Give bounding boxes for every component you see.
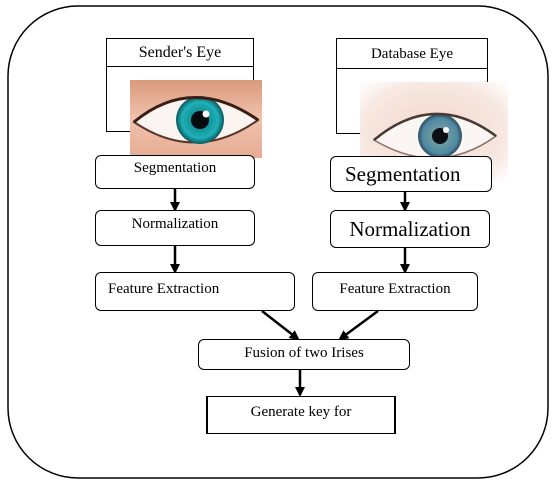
right-feature-extraction-label: Feature Extraction [339,281,451,297]
right-segmentation-box: Segmentation [330,156,492,192]
database-eye-label: Database Eye [370,45,454,62]
fusion-label: Fusion of two Irises [244,345,364,361]
eye-photo-left-icon [130,80,262,158]
outer-frame [7,5,549,479]
left-feature-extraction-label: Feature Extraction [108,281,220,297]
left-normalization-label: Normalization [131,215,219,232]
arrow-right-feat-to-fusion [338,309,379,341]
right-normalization-label: Normalization [349,216,471,241]
eye-photo-left [130,80,262,158]
sender-eye-label: Sender's Eye [138,44,222,61]
right-segmentation-label: Segmentation [345,161,461,186]
generate-key-label: Generate key for [250,403,352,420]
database-eye-label-box: Database Eye [336,38,488,70]
left-normalization-box: Normalization [95,210,255,246]
left-segmentation-box: Segmentation [95,155,255,189]
left-segmentation-label: Segmentation [133,159,217,176]
right-normalization-box: Normalization [330,210,490,248]
sender-eye-label-box: Sender's Eye [106,38,254,68]
generate-key-box: Generate key for [206,396,396,434]
fusion-box: Fusion of two Irises [198,339,410,370]
right-feature-extraction-box: Feature Extraction [312,272,478,311]
arrow-left-feat-to-fusion [261,310,300,341]
left-feature-extraction-box: Feature Extraction [95,272,295,311]
